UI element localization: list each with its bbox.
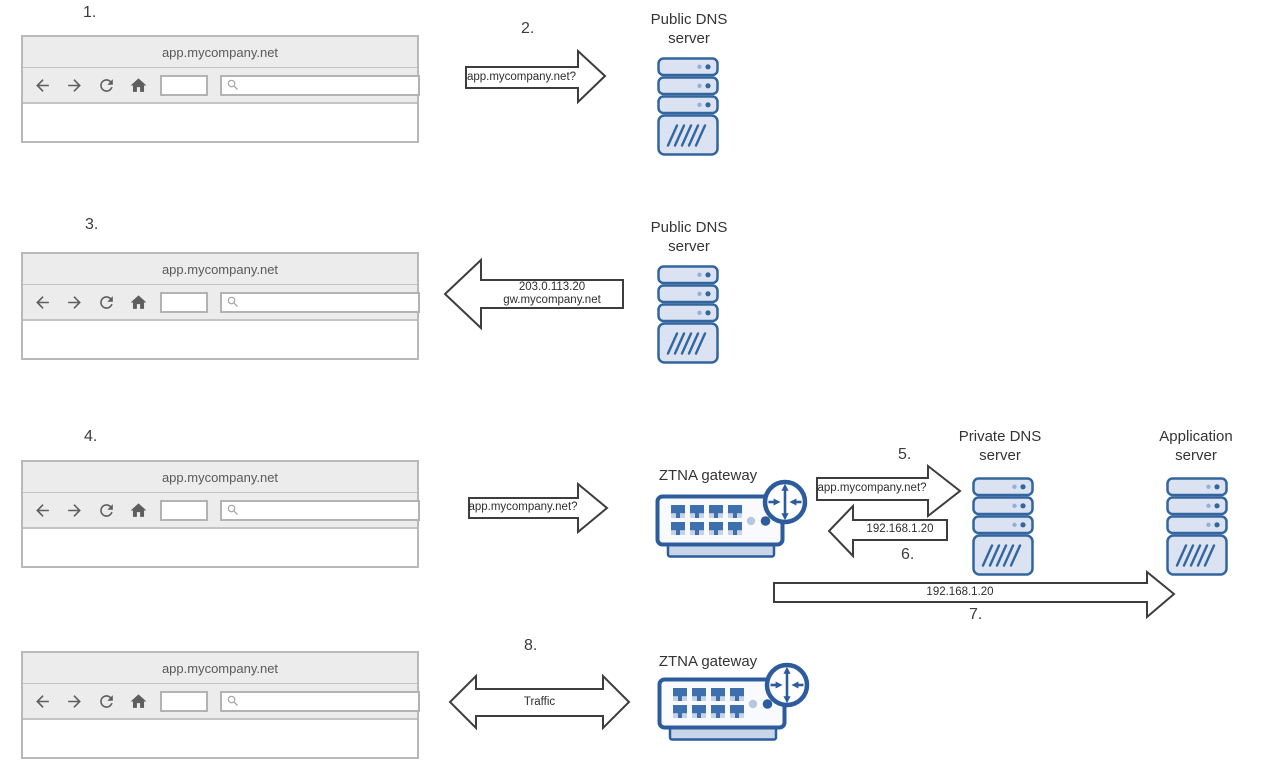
arrow-forward-to-app-server-label: 192.168.1.20: [926, 585, 994, 598]
back-icon[interactable]: [32, 500, 52, 520]
application-server-icon: [1166, 477, 1228, 576]
address-box[interactable]: [160, 291, 208, 313]
refresh-icon[interactable]: [96, 500, 116, 520]
arrow-query-private-dns: app.mycompany.net?: [816, 463, 962, 519]
search-icon: [227, 695, 238, 706]
application-server-label: Application server: [1159, 428, 1233, 465]
browser-url: app.mycompany.net: [161, 44, 279, 60]
search-icon: [227, 296, 238, 307]
arrow-query-public-dns: app.mycompany.net?: [465, 48, 607, 105]
public-dns-server-2-icon: [657, 265, 719, 364]
private-dns-server-label: Private DNS server: [958, 428, 1042, 465]
forward-icon[interactable]: [64, 691, 84, 711]
arrow-traffic-label: Traffic: [523, 695, 556, 708]
refresh-icon[interactable]: [96, 75, 116, 95]
public-dns-server-1-label: Public DNS server: [650, 11, 728, 48]
refresh-icon[interactable]: [96, 292, 116, 312]
search-box[interactable]: [220, 74, 420, 96]
arrow-response-private-dns: 192.168.1.20: [827, 503, 948, 559]
browser-content: [23, 321, 417, 354]
browser-url: app.mycompany.net: [161, 261, 279, 277]
arrow-forward-to-app-server: 192.168.1.20: [773, 569, 1176, 620]
arrow-query-ztna-gateway-label: app.mycompany.net?: [468, 501, 578, 514]
forward-icon[interactable]: [64, 292, 84, 312]
browser-titlebar: app.mycompany.net: [23, 653, 417, 684]
public-dns-server-2-label: Public DNS server: [650, 219, 728, 256]
browser-window-1: app.mycompany.net: [21, 35, 420, 143]
address-box[interactable]: [160, 690, 208, 712]
browser-url: app.mycompany.net: [161, 660, 279, 676]
browser-window-2: app.mycompany.net: [21, 252, 420, 360]
back-icon[interactable]: [32, 75, 52, 95]
search-box[interactable]: [220, 499, 420, 521]
step-label-7: 7.: [969, 606, 983, 623]
home-icon[interactable]: [128, 75, 148, 95]
step-label-3: 3.: [85, 216, 99, 233]
arrow-traffic: Traffic: [448, 673, 631, 731]
step-label-1: 1.: [83, 4, 97, 21]
home-icon[interactable]: [128, 691, 148, 711]
address-box[interactable]: [160, 74, 208, 96]
search-box[interactable]: [220, 291, 420, 313]
browser-window-3: app.mycompany.net: [21, 460, 420, 568]
browser-toolbar: [23, 68, 420, 104]
step-label-2: 2.: [521, 20, 535, 37]
home-icon[interactable]: [128, 292, 148, 312]
browser-toolbar: [23, 285, 420, 321]
ztna-gateway-1-icon: [654, 477, 810, 561]
browser-content: [23, 104, 417, 137]
refresh-icon[interactable]: [96, 691, 116, 711]
browser-window-4: app.mycompany.net: [21, 651, 420, 759]
arrow-response-public-dns: 203.0.113.20 gw.mycompany.net: [443, 257, 624, 331]
browser-content: [23, 529, 417, 562]
ztna-gateway-1-label: ZTNA gateway: [658, 467, 758, 484]
ztna-gateway-2-label: ZTNA gateway: [658, 653, 758, 670]
step-label-4: 4.: [84, 428, 98, 445]
public-dns-server-1-icon: [657, 57, 719, 156]
search-box[interactable]: [220, 690, 420, 712]
step-label-5: 5.: [898, 446, 912, 463]
back-icon[interactable]: [32, 691, 52, 711]
browser-titlebar: app.mycompany.net: [23, 37, 417, 68]
browser-toolbar: [23, 684, 420, 720]
step-label-6: 6.: [901, 546, 915, 563]
search-icon: [227, 79, 238, 90]
search-icon: [227, 504, 238, 515]
browser-titlebar: app.mycompany.net: [23, 462, 417, 493]
private-dns-server-icon: [972, 477, 1034, 576]
arrow-query-public-dns-label: app.mycompany.net?: [466, 70, 577, 83]
address-box[interactable]: [160, 499, 208, 521]
home-icon[interactable]: [128, 500, 148, 520]
arrow-query-private-dns-label: app.mycompany.net?: [817, 482, 927, 495]
forward-icon[interactable]: [64, 500, 84, 520]
forward-icon[interactable]: [64, 75, 84, 95]
arrow-query-ztna-gateway: app.mycompany.net?: [468, 481, 609, 535]
back-icon[interactable]: [32, 292, 52, 312]
step-label-8: 8.: [524, 637, 538, 654]
arrow-response-public-dns-label: 203.0.113.20 gw.mycompany.net: [503, 280, 601, 307]
ztna-gateway-2-icon: [656, 660, 812, 744]
arrow-response-private-dns-label: 192.168.1.20: [866, 523, 934, 536]
browser-url: app.mycompany.net: [161, 469, 279, 485]
browser-titlebar: app.mycompany.net: [23, 254, 417, 285]
browser-content: [23, 720, 417, 753]
browser-toolbar: [23, 493, 420, 529]
